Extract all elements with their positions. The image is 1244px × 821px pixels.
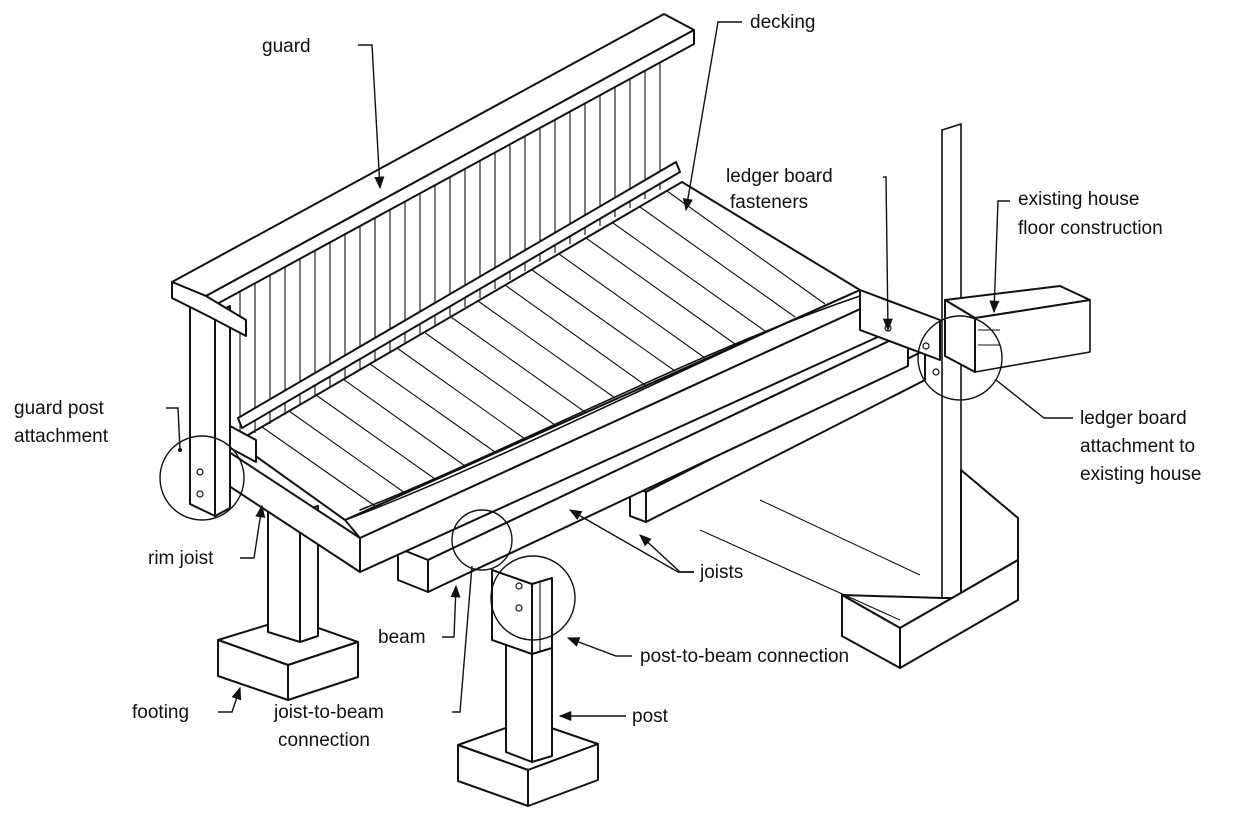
label-ledger-attachment-2: attachment to bbox=[1080, 436, 1195, 457]
post-center bbox=[505, 639, 553, 763]
label-guard-post-attachment-1: guard post bbox=[14, 398, 105, 419]
label-beam: beam bbox=[378, 627, 426, 648]
label-decking: decking bbox=[750, 12, 816, 33]
label-ledger-attachment-1: ledger board bbox=[1080, 408, 1187, 429]
label-existing-house-floor-2: floor construction bbox=[1018, 218, 1163, 239]
guard bbox=[171, 13, 695, 517]
label-guard-post-attachment-2: attachment bbox=[14, 426, 109, 447]
leader-lines bbox=[166, 21, 1073, 722]
existing-house bbox=[841, 123, 1091, 669]
post-to-beam-circle bbox=[490, 555, 576, 641]
label-guard: guard bbox=[262, 36, 311, 57]
label-joists: joists bbox=[699, 562, 743, 583]
label-ledger-attachment-3: existing house bbox=[1080, 464, 1201, 485]
label-post: post bbox=[632, 706, 669, 727]
decking-surface bbox=[235, 181, 941, 521]
label-ledger-board-fasteners-1: ledger board bbox=[726, 166, 833, 187]
footing-left bbox=[217, 617, 359, 701]
joist-to-beam-circle bbox=[451, 509, 513, 571]
label-joist-to-beam-1: joist-to-beam bbox=[273, 702, 384, 723]
label-joist-to-beam-2: connection bbox=[278, 730, 370, 751]
label-ledger-board-fasteners-2: fasteners bbox=[730, 192, 808, 213]
label-post-to-beam: post-to-beam connection bbox=[640, 646, 849, 667]
ledger-attachment-circle bbox=[917, 315, 1003, 401]
label-existing-house-floor-1: existing house bbox=[1018, 189, 1139, 210]
label-footing: footing bbox=[132, 702, 189, 723]
guard-post-attachment-circle bbox=[159, 435, 245, 521]
label-rim-joist: rim joist bbox=[148, 548, 214, 569]
